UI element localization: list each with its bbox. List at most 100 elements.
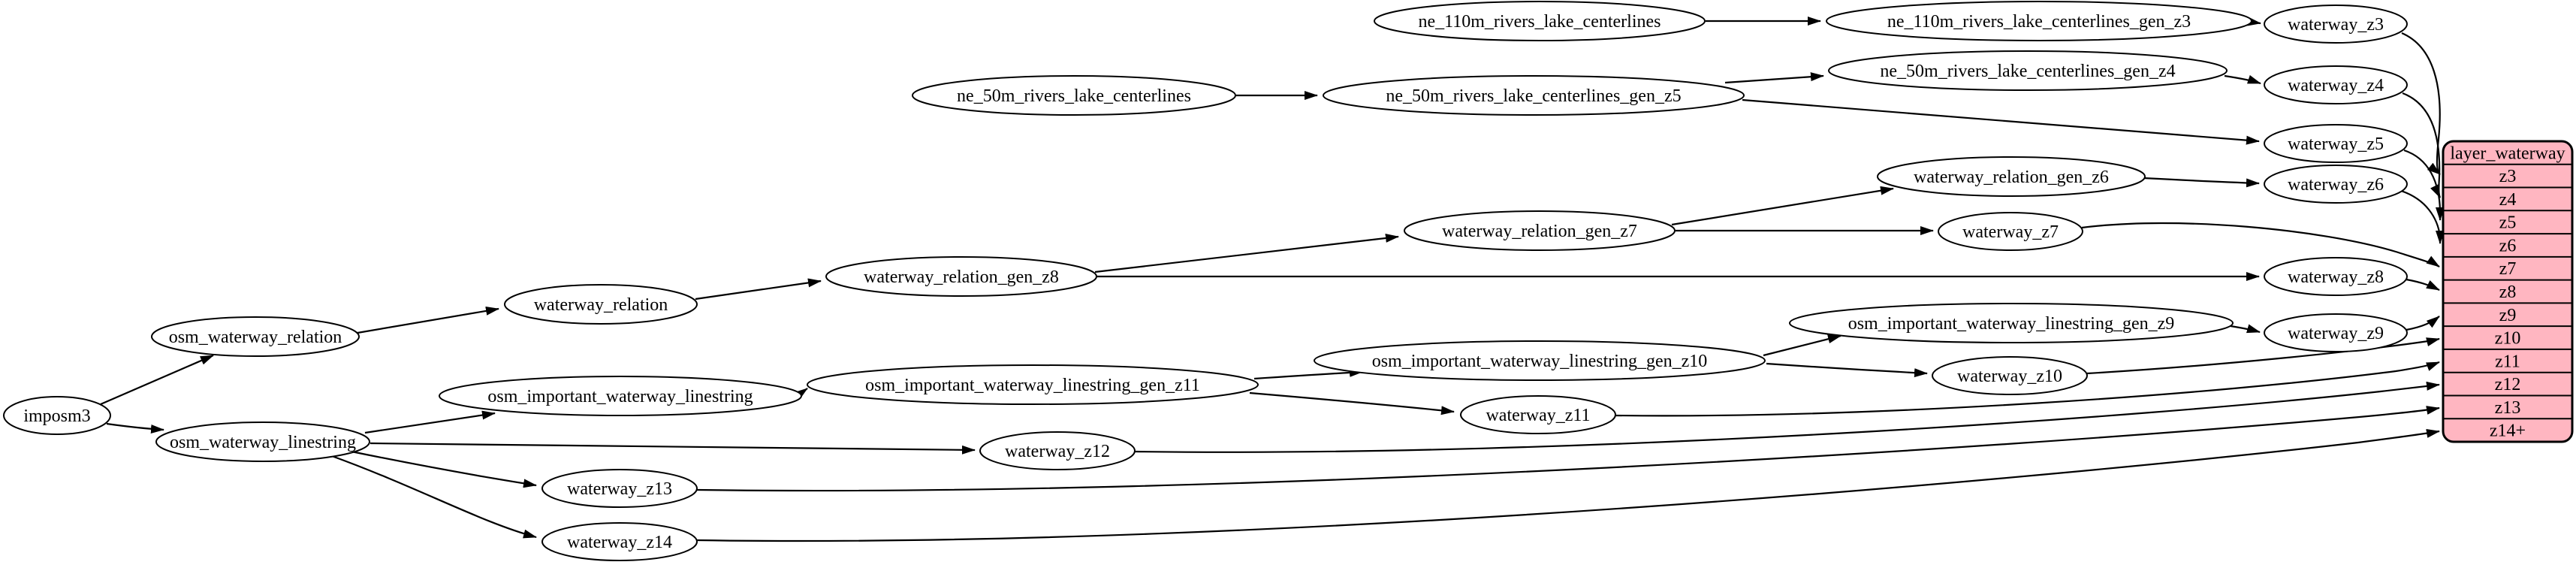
node-label-waterway_relation_gen_z7: waterway_relation_gen_z7	[1442, 222, 1637, 241]
node-waterway_z13: waterway_z13	[541, 469, 698, 508]
node-ellipse-osm_waterway_relation	[151, 316, 360, 357]
node-ellipse-ne_50m_rivers_lake_centerlines	[912, 75, 1236, 116]
edge-waterway_relation_gen_z6-to-waterway_z6	[2143, 177, 2260, 188]
edge-osm_waterway_linestring-to-waterway_z14	[331, 455, 537, 539]
edge-waterway_z9-to-layer_waterway.z9	[2406, 316, 2440, 331]
node-imposm3: imposm3	[3, 396, 111, 435]
node-waterway_z7: waterway_z7	[1938, 212, 2083, 251]
node-ne_110m_rivers_lake_centerlines: ne_110m_rivers_lake_centerlines	[1374, 1, 1706, 41]
node-ellipse-waterway_z9	[2264, 313, 2408, 352]
edge-waterway_z10-to-layer_waterway.z10	[2086, 337, 2440, 375]
node-label-osm_waterway_linestring: osm_waterway_linestring	[170, 433, 356, 452]
node-waterway_z5: waterway_z5	[2264, 124, 2408, 163]
node-label-osm_important_waterway_linestring_gen_z9: osm_important_waterway_linestring_gen_z9	[1848, 314, 2175, 334]
node-label-waterway_z3: waterway_z3	[2288, 15, 2384, 35]
node-label-waterway_relation: waterway_relation	[534, 295, 668, 315]
node-ellipse-osm_important_waterway_linestring_gen_z10	[1314, 340, 1766, 381]
edge-waterway_z7-to-layer_waterway.z7	[2081, 222, 2440, 267]
node-label-waterway_z14: waterway_z14	[567, 533, 672, 552]
table-row-z13: z13	[2495, 398, 2521, 418]
table-row-z7: z7	[2499, 259, 2517, 279]
node-ellipse-waterway_z14	[541, 522, 698, 561]
node-ellipse-waterway_z12	[979, 431, 1136, 470]
node-label-waterway_relation_gen_z6: waterway_relation_gen_z6	[1914, 168, 2109, 187]
node-label-imposm3: imposm3	[23, 406, 90, 426]
node-waterway_relation: waterway_relation	[504, 284, 698, 325]
node-osm_important_waterway_linestring_gen_z9: osm_important_waterway_linestring_gen_z9	[1789, 303, 2234, 343]
node-ellipse-waterway_z4	[2264, 65, 2408, 104]
node-ne_110m_rivers_lake_centerlines_gen_z3: ne_110m_rivers_lake_centerlines_gen_z3	[1826, 1, 2252, 41]
node-label-osm_important_waterway_linestring_gen_z11: osm_important_waterway_linestring_gen_z1…	[865, 376, 1200, 395]
node-label-waterway_z7: waterway_z7	[1962, 222, 2059, 242]
edge-waterway_z8-to-layer_waterway.z8	[2406, 278, 2440, 291]
node-ellipse-osm_waterway_linestring	[155, 421, 370, 462]
node-waterway_z9: waterway_z9	[2264, 313, 2408, 352]
table-body	[2442, 140, 2574, 443]
table-row-z11: z11	[2495, 352, 2520, 371]
table-row-z5: z5	[2499, 213, 2517, 233]
node-label-osm_important_waterway_linestring: osm_important_waterway_linestring	[487, 387, 753, 406]
node-ellipse-osm_important_waterway_linestring_gen_z9	[1789, 303, 2234, 343]
node-waterway_relation_gen_z7: waterway_relation_gen_z7	[1404, 210, 1676, 251]
node-ellipse-waterway_relation	[504, 284, 698, 325]
node-ellipse-waterway_z11	[1460, 395, 1616, 434]
node-ellipse-waterway_z13	[541, 469, 698, 508]
table-title: layer_waterway	[2450, 144, 2565, 163]
node-ellipse-ne_110m_rivers_lake_centerlines	[1374, 1, 1706, 41]
edge-osm_waterway_linestring-to-osm_important_waterway_linestring	[364, 410, 496, 434]
edge-osm_important_waterway_linestring_gen_z10-to-osm_important_waterway_linestring_gen_z9	[1763, 334, 1842, 357]
node-osm_important_waterway_linestring_gen_z11: osm_important_waterway_linestring_gen_z1…	[807, 364, 1259, 405]
table-row-z12: z12	[2495, 375, 2521, 394]
node-ellipse-waterway_relation_gen_z8	[825, 256, 1097, 297]
table-row-z10: z10	[2495, 329, 2521, 349]
node-waterway_z8: waterway_z8	[2264, 257, 2408, 296]
node-ellipse-ne_110m_rivers_lake_centerlines_gen_z3	[1826, 1, 2252, 41]
edge-waterway_relation-to-waterway_relation_gen_z8	[695, 278, 822, 301]
table-row-z6: z6	[2499, 236, 2517, 255]
node-label-osm_important_waterway_linestring_gen_z10: osm_important_waterway_linestring_gen_z1…	[1372, 352, 1708, 371]
node-waterway_z12: waterway_z12	[979, 431, 1136, 470]
table-row-z9: z9	[2499, 306, 2517, 325]
node-label-ne_50m_rivers_lake_centerlines_gen_z5: ne_50m_rivers_lake_centerlines_gen_z5	[1386, 86, 1681, 106]
edge-osm_important_waterway_linestring_gen_z9-to-waterway_z9	[2230, 324, 2261, 334]
node-osm_waterway_relation: osm_waterway_relation	[151, 316, 360, 357]
table-row-z8: z8	[2499, 282, 2517, 302]
node-label-waterway_z4: waterway_z4	[2288, 76, 2384, 95]
node-ellipse-ne_50m_rivers_lake_centerlines_gen_z4	[1828, 50, 2228, 91]
node-ellipse-imposm3	[3, 396, 111, 435]
edge-waterway_z13-to-layer_waterway.z13	[696, 406, 2440, 492]
node-ellipse-osm_important_waterway_linestring_gen_z11	[807, 364, 1259, 405]
node-ne_50m_rivers_lake_centerlines_gen_z4: ne_50m_rivers_lake_centerlines_gen_z4	[1828, 50, 2228, 91]
node-label-ne_50m_rivers_lake_centerlines_gen_z4: ne_50m_rivers_lake_centerlines_gen_z4	[1880, 62, 2175, 81]
node-osm_important_waterway_linestring: osm_important_waterway_linestring	[439, 376, 802, 416]
node-label-waterway_z8: waterway_z8	[2288, 267, 2384, 287]
node-label-waterway_z11: waterway_z11	[1486, 406, 1590, 425]
node-waterway_z10: waterway_z10	[1932, 356, 2088, 395]
node-ellipse-waterway_relation_gen_z7	[1404, 210, 1676, 251]
node-label-ne_110m_rivers_lake_centerlines_gen_z3: ne_110m_rivers_lake_centerlines_gen_z3	[1887, 12, 2191, 32]
node-ellipse-waterway_relation_gen_z6	[1877, 156, 2146, 197]
node-waterway_relation_gen_z6: waterway_relation_gen_z6	[1877, 156, 2146, 197]
edge-osm_important_waterway_linestring_gen_z11-to-waterway_z11	[1249, 391, 1455, 415]
edge-waterway_z5-to-layer_waterway.z5	[2403, 149, 2445, 221]
edge-waterway_z6-to-layer_waterway.z6	[2400, 189, 2445, 244]
edge-waterway_z11-to-layer_waterway.z11	[1615, 361, 2440, 417]
node-label-waterway_z5: waterway_z5	[2288, 134, 2384, 154]
node-ellipse-waterway_z10	[1932, 356, 2088, 395]
node-label-ne_110m_rivers_lake_centerlines: ne_110m_rivers_lake_centerlines	[1419, 12, 1661, 32]
node-waterway_z6: waterway_z6	[2264, 165, 2408, 204]
node-osm_waterway_linestring: osm_waterway_linestring	[155, 421, 370, 462]
node-label-waterway_z6: waterway_z6	[2288, 175, 2384, 195]
edge-osm_waterway_relation-to-waterway_relation	[357, 306, 499, 334]
edge-osm_waterway_linestring-to-waterway_z12	[370, 442, 976, 455]
edge-osm_important_waterway_linestring_gen_z11-to-osm_important_waterway_linestring_gen_z10	[1253, 367, 1363, 380]
edge-waterway_relation_gen_z8-to-waterway_relation_gen_z7	[1094, 234, 1399, 273]
table-row-z14+: z14+	[2490, 421, 2526, 441]
edges-layer	[100, 17, 2445, 542]
edge-waterway_relation_gen_z7-to-waterway_relation_gen_z6	[1671, 186, 1894, 226]
node-label-osm_waterway_relation: osm_waterway_relation	[169, 328, 342, 347]
edge-waterway_z12-to-layer_waterway.z12	[1134, 381, 2440, 453]
node-label-ne_50m_rivers_lake_centerlines: ne_50m_rivers_lake_centerlines	[957, 86, 1191, 106]
node-waterway_z3: waterway_z3	[2264, 5, 2408, 44]
